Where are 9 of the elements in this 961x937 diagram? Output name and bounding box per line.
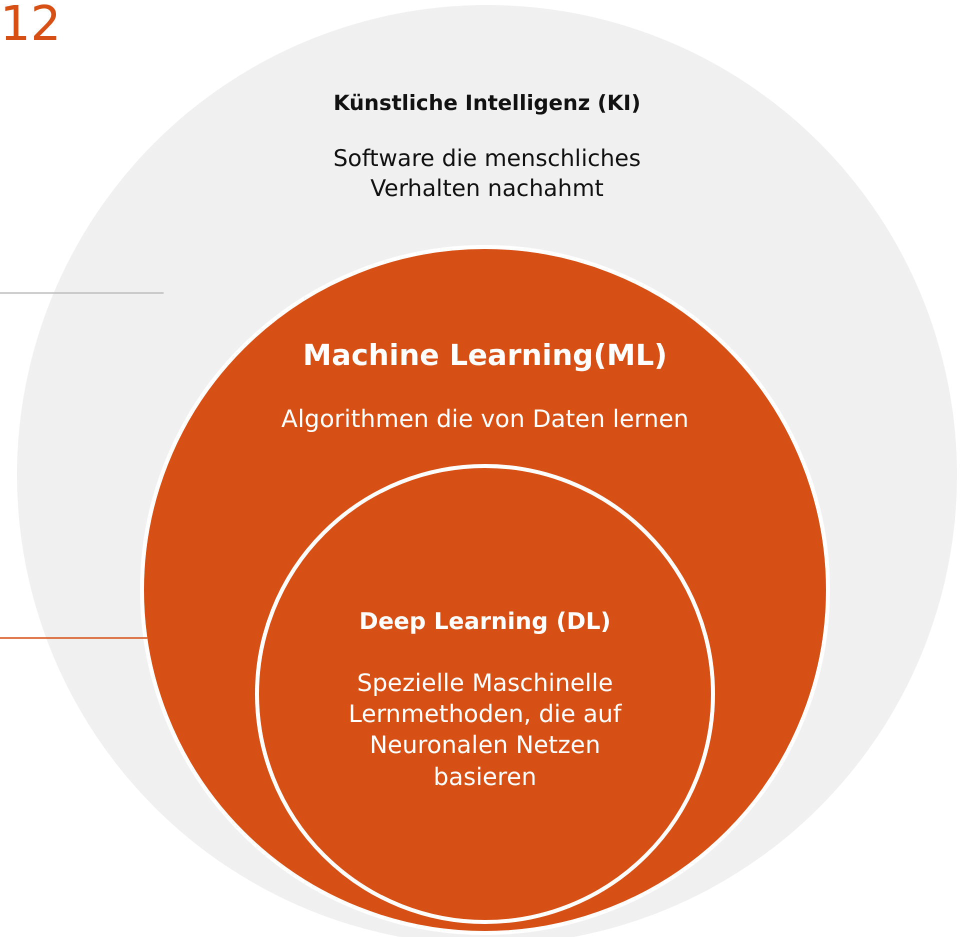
- description: Software die menschliches Verhalten nachahmt: [332, 145, 642, 204]
- leader-line: [0, 292, 164, 294]
- page-number: 12: [0, 0, 62, 48]
- description: Algorithmen die von Daten lernen: [280, 404, 690, 435]
- description: Spezielle Maschinelle Lernmethoden, die auf Neuronalen Netzen basieren: [348, 668, 623, 793]
- heading: Künstliche Intelligenz (KI): [332, 90, 642, 117]
- heading: Deep Learning (DL): [358, 608, 612, 637]
- heading: Machine Learning(ML): [302, 337, 668, 374]
- leader-line: [0, 637, 148, 639]
